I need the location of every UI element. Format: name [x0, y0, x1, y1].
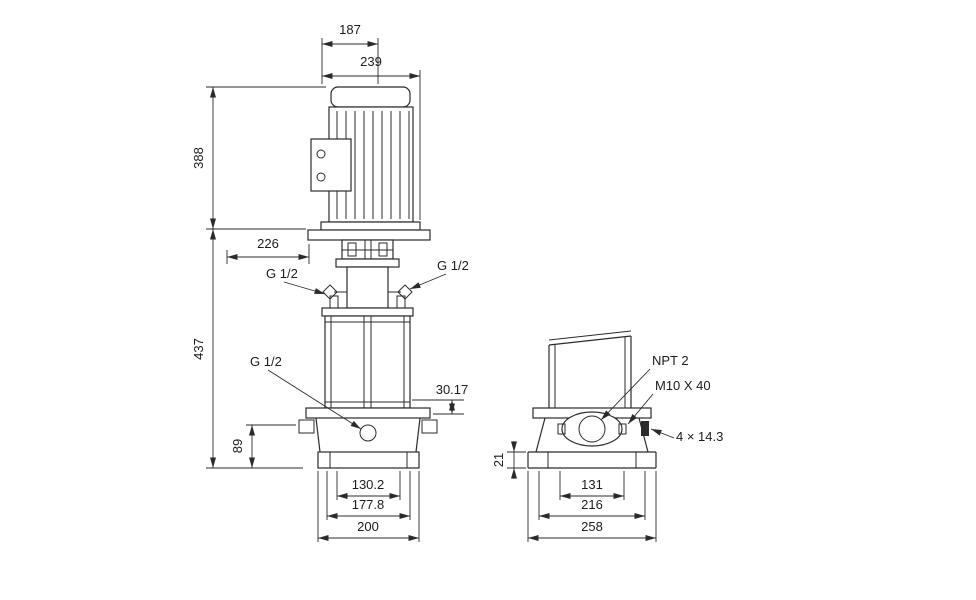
- foot-inner-lines-side: [547, 452, 637, 468]
- dim-pump-height-label: 437: [191, 338, 206, 360]
- side-base: [527, 407, 657, 469]
- anchor-hole: [641, 421, 649, 436]
- leader-line: [650, 428, 675, 439]
- motor: [310, 86, 414, 223]
- pipe-inner-lines: [548, 330, 632, 408]
- chamber-stack: [324, 315, 411, 409]
- dim-foot-height: 21: [491, 441, 526, 479]
- coupling-lines: [342, 240, 393, 259]
- dim-foot-hole-spacing-label: 130.2: [352, 477, 385, 492]
- head-top-plate: [335, 258, 400, 268]
- leader-line: [409, 273, 447, 290]
- dim-head-clearance-label: 226: [257, 236, 279, 251]
- foot-inner-lines: [329, 452, 408, 468]
- dim-foot-width-label: 177.8: [352, 497, 385, 512]
- base-lug-left: [298, 419, 315, 434]
- chamber-pipe: [548, 330, 632, 408]
- motor-fan-cover: [330, 86, 411, 108]
- dim-port-offset-label: 30.17: [436, 382, 469, 397]
- dim-pump-height: 437: [191, 229, 303, 469]
- head-flange: [321, 307, 414, 317]
- dim-port-bolt-spacing-label: 131: [581, 477, 603, 492]
- label-port-thread: NPT 2: [600, 353, 689, 421]
- chamber-lines: [325, 316, 410, 408]
- motor-flange: [320, 221, 421, 231]
- dim-hole-spacing-label: 216: [581, 497, 603, 512]
- pump-body: [324, 315, 411, 409]
- leader-line: [283, 281, 326, 295]
- terminal-box: [310, 138, 352, 192]
- flange-stud-left: [557, 423, 566, 435]
- drain-port-label: G 1/2: [250, 354, 282, 369]
- front-view: 187 239 388 437 226 G 1/2 G: [191, 22, 469, 542]
- flange-stud-right: [618, 423, 627, 435]
- npt-port-circle: [578, 415, 606, 443]
- dim-base-width-label: 200: [357, 519, 379, 534]
- extension-lines: [527, 471, 657, 542]
- pump-base: [298, 407, 438, 469]
- terminal-box-screw-bottom: [316, 172, 326, 182]
- dim-base-depth-label: 258: [581, 519, 603, 534]
- dim-port-offset: 30.17: [412, 382, 469, 415]
- pipe-outline: [548, 335, 632, 408]
- stool-plate: [307, 229, 431, 241]
- dim-base-height-label: 89: [230, 439, 245, 453]
- dim-motor-top-width-label: 187: [339, 22, 361, 37]
- dim-motor-height: 388: [191, 86, 326, 230]
- head-block: [346, 266, 389, 309]
- dim-motor-total-width-label: 239: [360, 54, 382, 69]
- side-view: NPT 2 M10 X 40 4 × 14.3 21 131 216: [491, 330, 723, 542]
- pump-head: [321, 258, 414, 317]
- base-sides: [315, 417, 421, 453]
- dim-foot-height-label: 21: [491, 453, 506, 467]
- label-drain-port: G 1/2: [250, 354, 362, 430]
- dim-foot-hole-spacing: 130.2: [336, 471, 401, 500]
- extension-lines: [317, 471, 420, 542]
- extension-lines: [538, 471, 646, 520]
- label-port-right: G 1/2: [409, 258, 469, 290]
- extension-lines: [412, 399, 464, 415]
- extension-lines: [206, 86, 326, 230]
- base-plate: [305, 407, 431, 419]
- dim-motor-total-width: 239: [322, 54, 421, 220]
- extension-lines: [326, 471, 411, 520]
- port-right-label: G 1/2: [437, 258, 469, 273]
- base-lug-right: [421, 419, 438, 434]
- stud-spec-label: M10 X 40: [655, 378, 711, 393]
- leader-line: [627, 393, 654, 425]
- terminal-box-screw-top: [316, 149, 326, 159]
- label-port-left: G 1/2: [266, 266, 326, 295]
- dim-port-bolt-spacing: 131: [559, 471, 625, 500]
- dim-base-height: 89: [230, 424, 296, 468]
- dim-motor-height-label: 388: [191, 147, 206, 169]
- port-left-label: G 1/2: [266, 266, 298, 281]
- coupling-bolt-left: [347, 242, 357, 257]
- base-foot-band: [317, 451, 420, 469]
- dim-base-depth: 258: [527, 471, 657, 542]
- base-foot-outline: [527, 451, 657, 469]
- dim-base-width: 200: [317, 471, 420, 542]
- leader-line: [600, 368, 651, 421]
- port-thread-label: NPT 2: [652, 353, 689, 368]
- label-stud-spec: M10 X 40: [627, 378, 711, 425]
- motor-stool: [307, 221, 431, 241]
- coupling-bolt-right: [378, 242, 388, 257]
- port-flange-oval: [561, 411, 623, 447]
- hole-spec-label: 4 × 14.3: [676, 429, 723, 444]
- dim-head-clearance: 226: [226, 236, 310, 264]
- dim-hole-spacing: 216: [538, 471, 646, 520]
- label-hole-spec: 4 × 14.3: [650, 428, 723, 444]
- drain-hole: [359, 424, 377, 442]
- extension-lines: [507, 451, 526, 469]
- dim-motor-top-width: 187: [321, 22, 379, 84]
- leader-line: [267, 369, 362, 430]
- coupling: [341, 239, 394, 260]
- dim-foot-width: 177.8: [326, 471, 411, 520]
